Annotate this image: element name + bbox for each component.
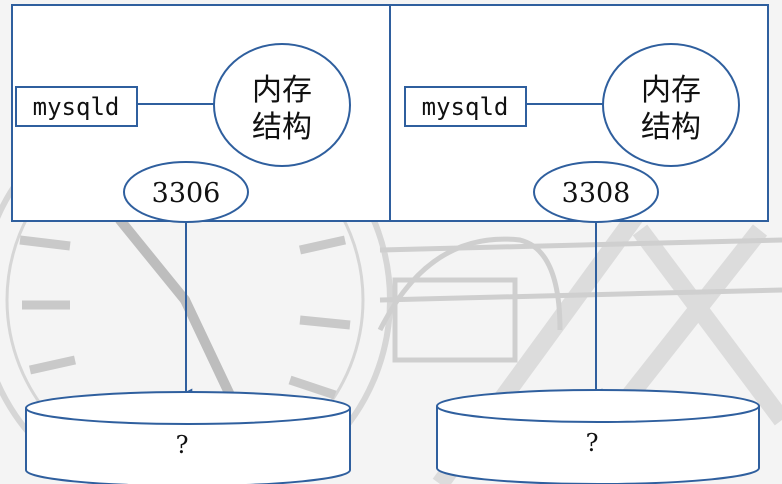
building-line xyxy=(379,287,782,303)
mysqld-process-label: mysqld xyxy=(422,93,509,121)
datadir-cylinder xyxy=(25,391,351,484)
mysqld-process-label: mysqld xyxy=(33,93,120,121)
building-line xyxy=(379,237,782,253)
mysqld-process-box xyxy=(404,86,527,127)
datadir-label: ? xyxy=(586,429,599,457)
port-label: 3308 xyxy=(562,178,631,209)
clock-hand xyxy=(115,215,190,305)
memory-structure-label-line2: 结构 xyxy=(252,110,312,145)
instance-2: mysqld 内存 结构 3308 ? xyxy=(404,43,760,484)
datadir-cylinder xyxy=(436,389,760,484)
building-block xyxy=(392,277,518,363)
building-beam xyxy=(632,224,782,426)
memory-structure-label-line1: 内存 xyxy=(252,73,312,108)
mysqld-process-box xyxy=(15,86,138,127)
clock-tick xyxy=(19,235,71,251)
port-label: 3306 xyxy=(152,178,221,209)
instance-1: mysqld 内存 结构 3306 ? xyxy=(15,43,351,484)
clock-tick xyxy=(29,355,76,375)
memory-structure-circle xyxy=(602,43,740,167)
building-arch xyxy=(377,236,563,332)
clock-tick xyxy=(299,315,351,330)
clock-tick xyxy=(288,375,337,400)
clock-hand xyxy=(180,295,235,400)
datadir-label: ? xyxy=(176,431,189,459)
memory-structure-circle xyxy=(213,43,351,167)
clock-tick xyxy=(299,235,346,255)
memory-structure-label-line1: 内存 xyxy=(641,73,701,108)
memory-structure-label-line2: 结构 xyxy=(641,110,701,145)
